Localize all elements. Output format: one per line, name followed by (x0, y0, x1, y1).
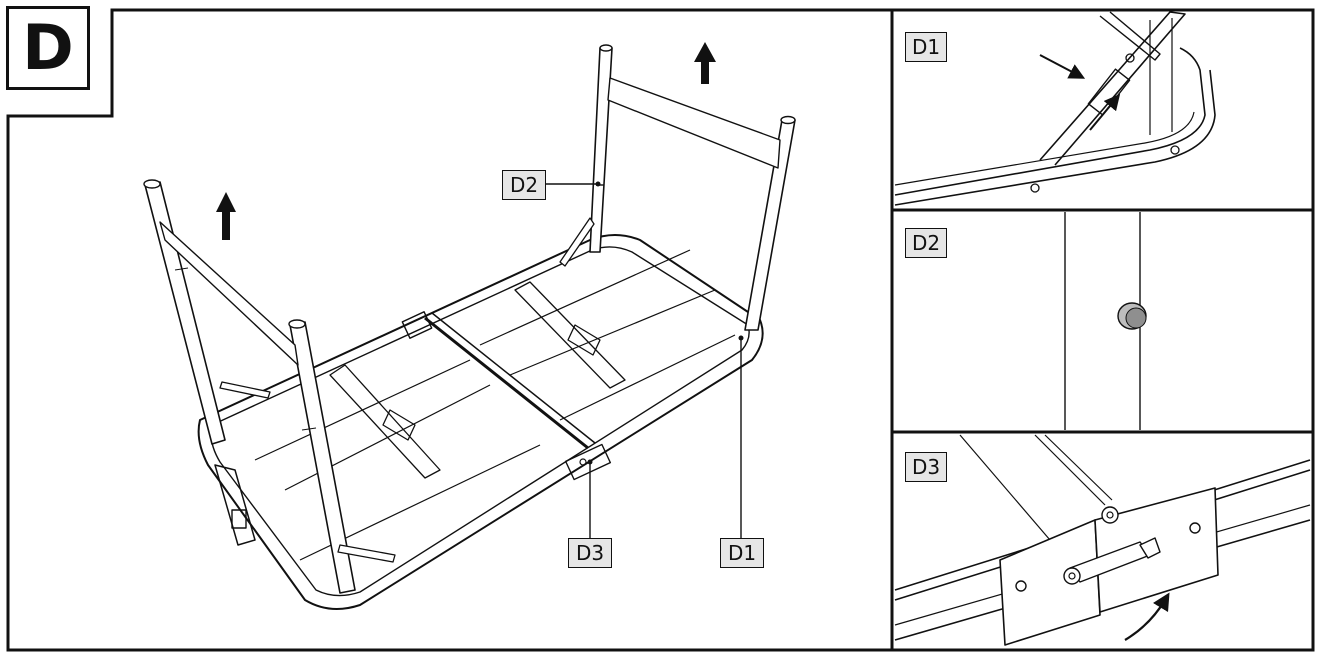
inset-label-d3: D3 (905, 452, 947, 482)
inset-label-d1: D1 (905, 32, 947, 62)
up-arrow-icon (216, 192, 236, 240)
right-leg-frame (559, 44, 796, 331)
frame (6, 8, 1315, 652)
up-arrow-icon (694, 42, 716, 84)
table-top (197, 234, 764, 610)
callout-d3: D3 (568, 538, 612, 568)
inset-d2-drawing (1064, 212, 1147, 430)
callout-d2: D2 (502, 170, 546, 200)
step-letter: D (6, 6, 90, 90)
inset-d3-drawing (894, 434, 1311, 646)
callout-d1: D1 (720, 538, 764, 568)
left-leg-frame (143, 179, 396, 594)
callout-leaders (545, 183, 742, 538)
inset-label-d2: D2 (905, 228, 947, 258)
inset-d1-drawing (894, 11, 1216, 206)
